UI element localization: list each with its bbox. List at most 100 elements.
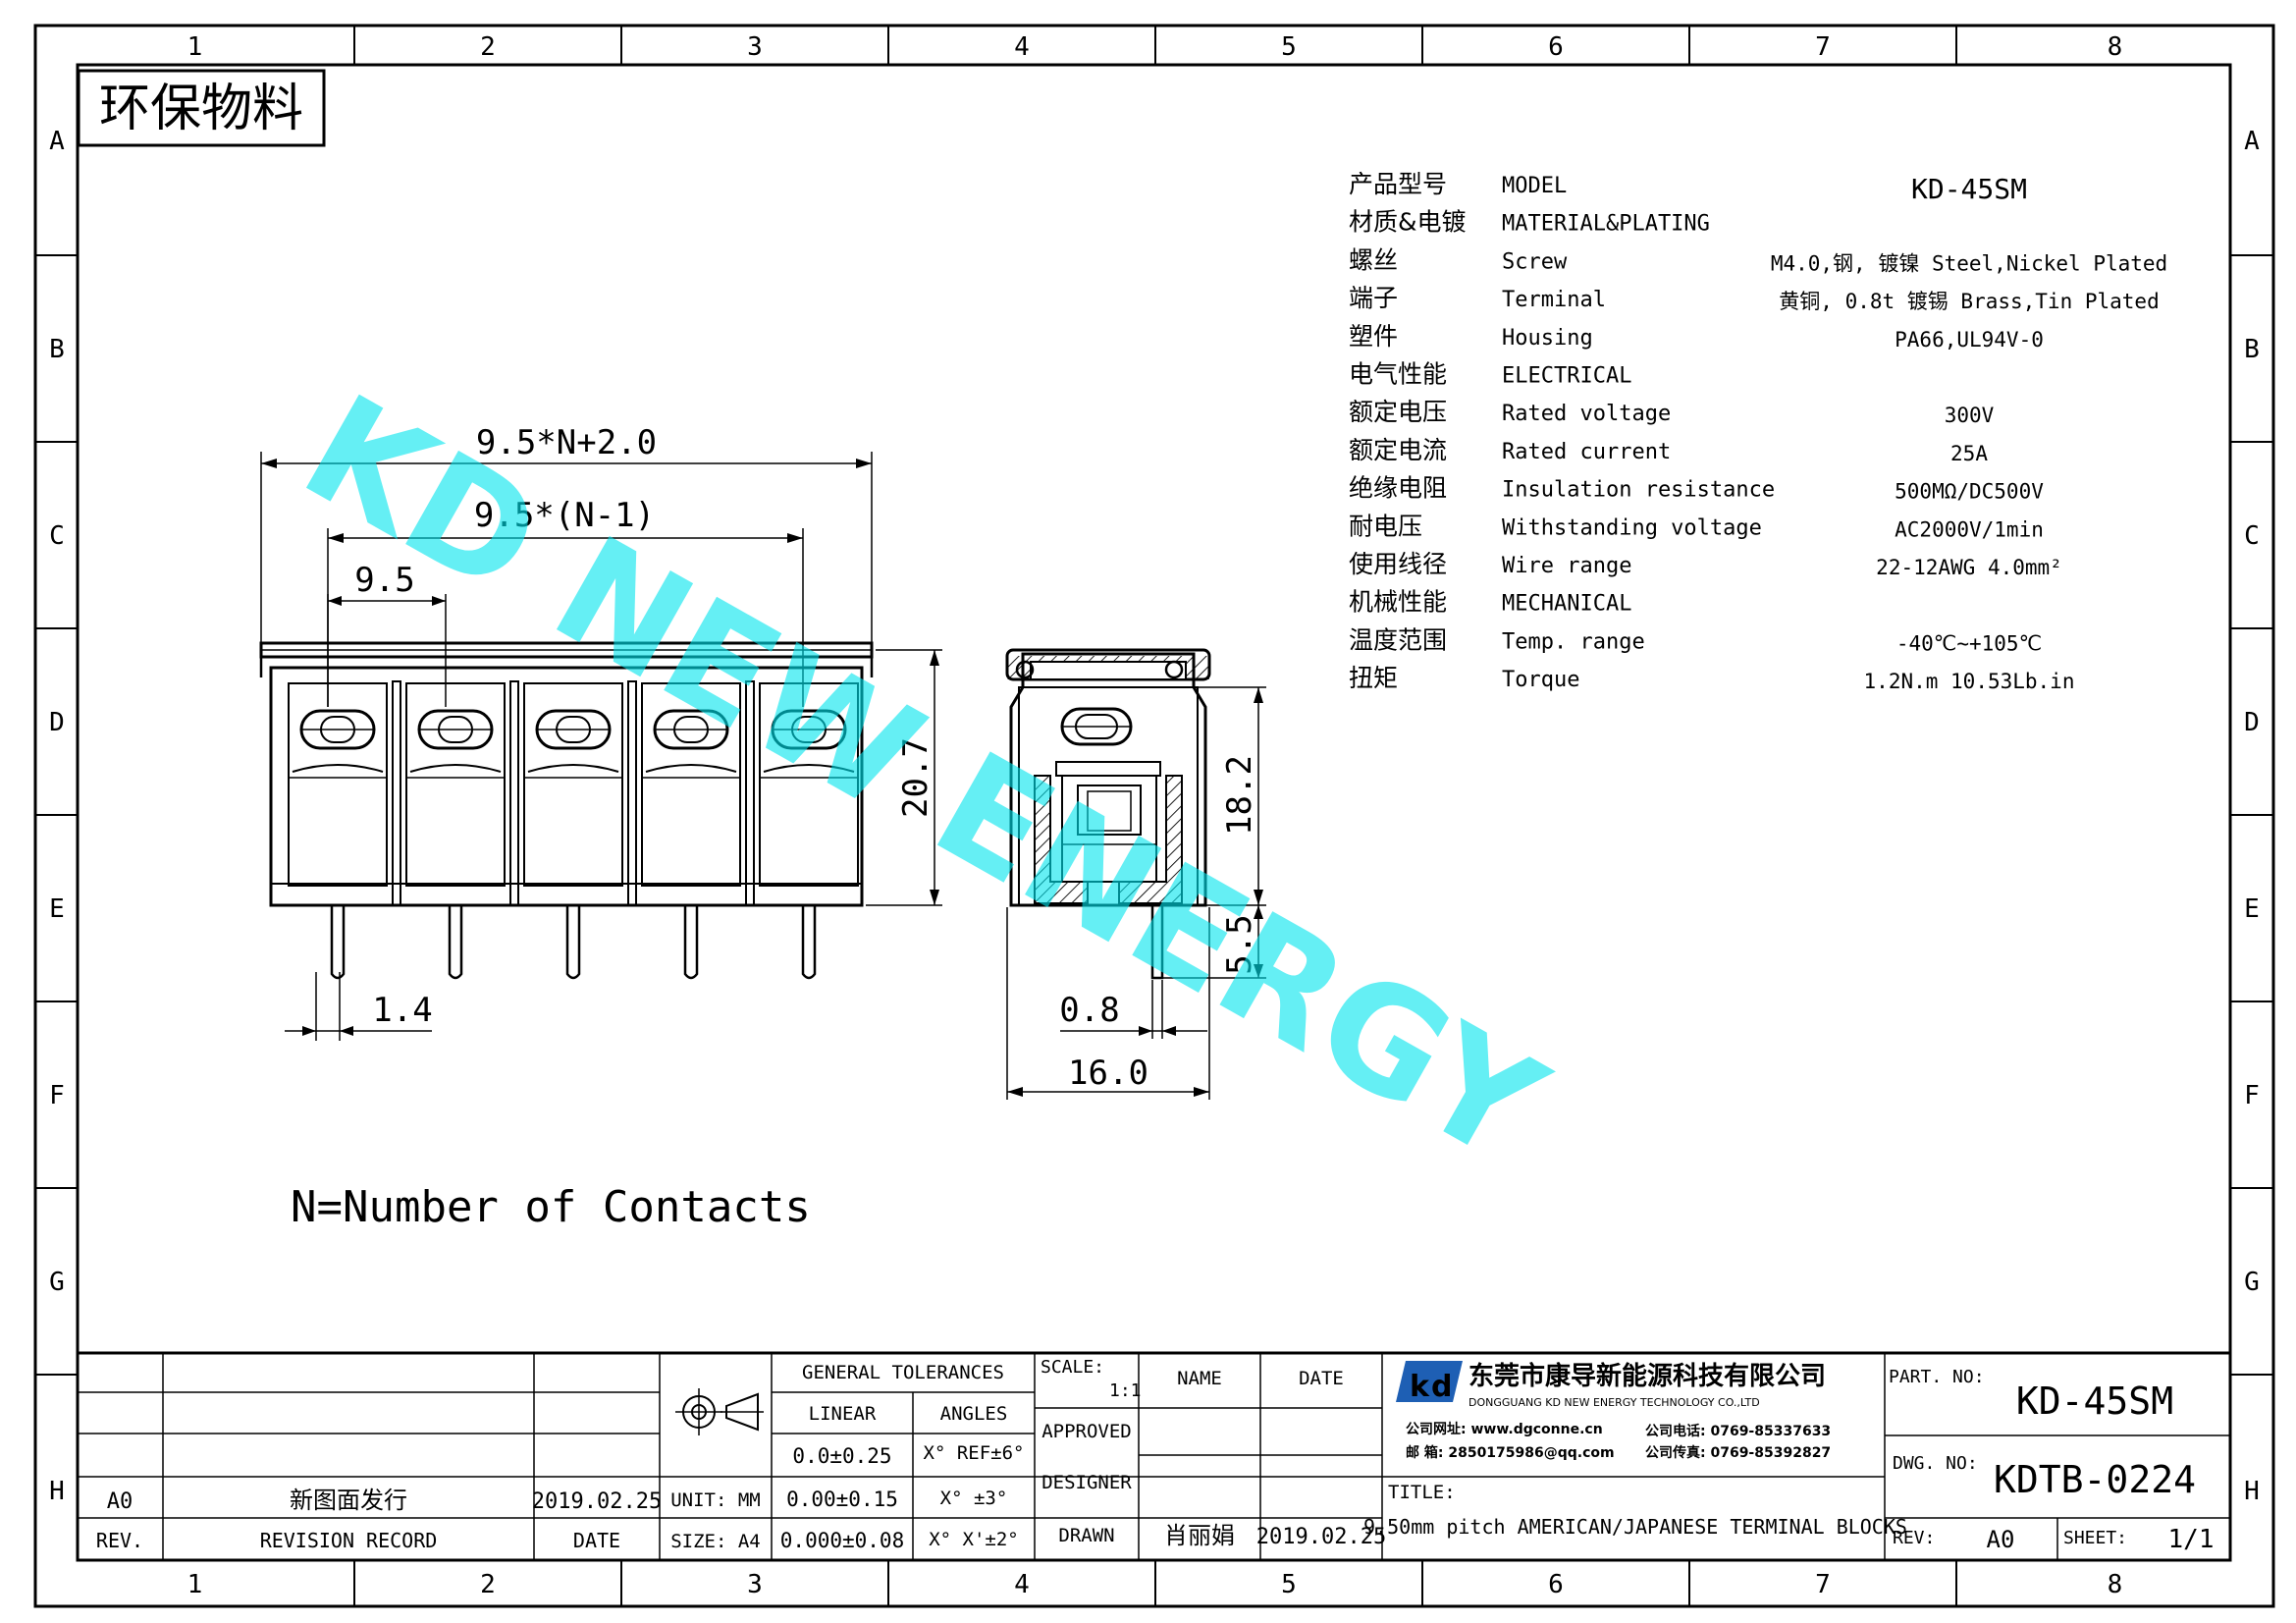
drawn-date: 2019.02.25 [1256,1525,1386,1549]
approved-label: APPROVED [1041,1421,1132,1442]
grid-row-label-left: H [49,1477,65,1506]
tol-angles-1: X° REF±6° [924,1442,1025,1464]
dim-span: 9.5*(N-1) [474,496,655,535]
grid-row-label-left: A [49,127,65,156]
grid-col-label-bottom: 5 [1281,1570,1297,1599]
side-pin [1150,903,1164,980]
dim-overall-length: 9.5*N+2.0 [476,423,657,462]
barrier [509,680,519,906]
front-view [259,641,874,980]
grid-row-label-right: G [2244,1268,2260,1297]
scale-value: 1:1 [1109,1380,1142,1401]
sheet-value: 1/1 [2168,1525,2215,1554]
grid-col-label-bottom: 2 [480,1570,496,1599]
contact-pin [801,905,817,980]
barrier [392,680,401,906]
dim-pitch: 9.5 [354,561,414,600]
tol-linear-2: 0.00±0.15 [786,1488,898,1511]
dwg-no-label: DWG. NO: [1893,1453,1978,1474]
company-fax: 公司传真: 0769-85392827 [1645,1444,1831,1461]
grid-col-label-top: 4 [1014,32,1030,62]
contact-pin [565,905,581,980]
spec-label-cn: 使用线径 [1349,550,1447,578]
spec-label-cn: 塑件 [1349,322,1398,351]
contact-pin [683,905,699,980]
spec-value: -40℃~+105℃ [1896,631,2042,655]
grid-col-label-top: 2 [480,32,496,62]
spec-value: KD-45SM [1911,173,2027,205]
name-header: NAME [1177,1368,1222,1389]
grid-row-label-right: B [2244,335,2260,364]
grid-row-label-left: B [49,335,65,364]
rev-header: REV. [96,1529,143,1552]
spec-label-cn: 电气性能 [1349,360,1447,389]
spec-label-cn: 扭矩 [1349,664,1398,692]
spec-label-en: ELECTRICAL [1502,364,1631,389]
spec-value: 黄铜, 0.8t 镀锡 Brass,Tin Plated [1779,290,2159,313]
title-block: A0 新图面发行 2019.02.25 REV. REVISION RECORD… [78,1351,2230,1560]
angles-header: ANGLES [940,1403,1008,1425]
spec-value: M4.0,钢, 镀镍 Steel,Nickel Plated [1771,251,2167,275]
spec-label-cn: 产品型号 [1349,170,1447,198]
eco-stamp-box [77,69,326,147]
spec-label-cn: 温度范围 [1349,625,1447,654]
spec-label-cn: 机械性能 [1349,588,1447,617]
part-no: KD-45SM [2016,1380,2173,1423]
spec-label-cn: 绝缘电阻 [1349,474,1447,503]
spec-label-en: Housing [1502,326,1593,351]
dim-pin-length: 5.5 [1220,914,1259,974]
spec-value: PA66,UL94V-0 [1895,328,2044,352]
company-name-en: DONGGUANG KD NEW ENERGY TECHNOLOGY CO.,L… [1468,1396,1760,1409]
company-phone: 公司电话: 0769-85337633 [1645,1423,1831,1439]
dwg-no: KDTB-0224 [1994,1458,2196,1501]
date-label: DATE [1299,1368,1344,1389]
grid-row-label-left: C [49,521,65,551]
tol-angles-3: X° X'±2° [929,1529,1019,1550]
contact-pin [448,905,463,980]
drawn-label: DRAWN [1058,1525,1114,1546]
company-name-cn: 东莞市康导新能源科技有限公司 [1468,1361,1826,1391]
grid-row-label-left: G [49,1268,65,1297]
grid-col-label-top: 1 [187,32,203,62]
contact-pin [330,905,346,980]
spec-value: 300V [1945,404,1995,427]
sheet-label: SHEET: [2063,1528,2127,1548]
inner-frame [76,63,2232,1562]
contacts-note: N=Number of Contacts [291,1182,811,1232]
dim-height: 20.7 [896,737,935,818]
dim-pin-thickness: 0.8 [1059,991,1119,1030]
spec-label-cn: 螺丝 [1349,245,1398,274]
grid-row-label-left: F [49,1081,65,1110]
spec-label-cn: 额定电流 [1349,436,1447,464]
spec-label-en: Torque [1502,668,1579,692]
spec-label-en: MECHANICAL [1502,592,1631,617]
barrier [627,680,637,906]
rev-desc: 新图面发行 [290,1487,407,1514]
svg-text:k: k [1410,1370,1430,1404]
eco-stamp: 环保物料 [99,80,303,138]
general-tolerances: GENERAL TOLERANCES [802,1362,1004,1383]
spec-label-en: Screw [1502,249,1568,274]
dimensions: 9.5*N+2.0 9.5*(N-1) 9.5 20.7 1.4 18.2 [260,423,1266,1100]
spec-label-cn: 材质&电镀 [1349,208,1467,237]
size-label: SIZE: A4 [670,1531,761,1552]
grid-col-label-top: 7 [1815,32,1831,62]
grid-col-label-bottom: 1 [187,1570,203,1599]
rev-label: REV: [1893,1528,1935,1548]
grid-col-label-top: 3 [747,32,763,62]
barrier [745,680,755,906]
grid-col-label-top: 8 [2108,32,2123,62]
spec-value: 1.2N.m 10.53Lb.in [1864,670,2075,693]
part-no-label: PART. NO: [1889,1367,1985,1387]
spec-label-en: Wire range [1502,554,1631,578]
spec-value: 22-12AWG 4.0mm² [1876,556,2062,579]
spec-label-en: Insulation resistance [1502,478,1775,503]
rev-code: A0 [107,1489,133,1514]
tol-linear-3: 0.000±0.08 [780,1529,904,1552]
spec-label-en: Terminal [1502,288,1606,312]
grid-col-label-bottom: 3 [747,1570,763,1599]
rev-date: 2019.02.25 [532,1489,662,1514]
grid-col-label-top: 6 [1548,32,1564,62]
grid-col-label-bottom: 8 [2108,1570,2123,1599]
